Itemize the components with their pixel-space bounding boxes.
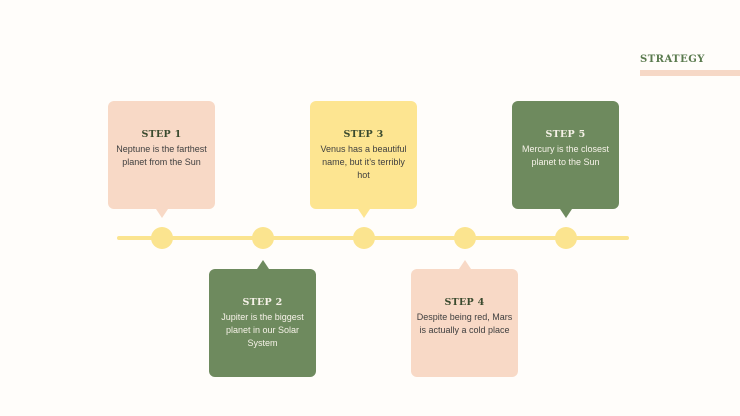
step-title: STEP 3	[343, 129, 384, 140]
timeline-dot-4	[454, 227, 476, 249]
step-description: Neptune is the farthest planet from the …	[116, 144, 207, 167]
timeline-dot-2	[252, 227, 274, 249]
step-description: Venus has a beautiful name, but it’s ter…	[320, 144, 407, 180]
timeline-dot-1	[151, 227, 173, 249]
step-description: Jupiter is the biggest planet in our Sol…	[221, 312, 304, 348]
step-card-4: STEP 4 Despite being red, Mars is actual…	[411, 260, 518, 377]
step-card-5: STEP 5 Mercury is the closest planet to …	[512, 101, 619, 218]
step-description: Mercury is the closest planet to the Sun	[521, 144, 610, 167]
step-card-2: STEP 2 Jupiter is the biggest planet in …	[209, 260, 316, 377]
title-underline	[640, 70, 740, 76]
step-title: STEP 1	[141, 129, 182, 140]
step-title: STEP 5	[545, 129, 586, 140]
page-title: STRATEGY	[640, 54, 705, 65]
timeline-dot-5	[555, 227, 577, 249]
step-description: Despite being red, Mars is actually a co…	[416, 312, 513, 335]
step-title: STEP 4	[444, 297, 485, 308]
step-card-3: STEP 3 Venus has a beautiful name, but i…	[310, 101, 417, 218]
step-title: STEP 2	[242, 297, 283, 308]
timeline-dot-3	[353, 227, 375, 249]
step-card-1: STEP 1 Neptune is the farthest planet fr…	[108, 101, 215, 218]
